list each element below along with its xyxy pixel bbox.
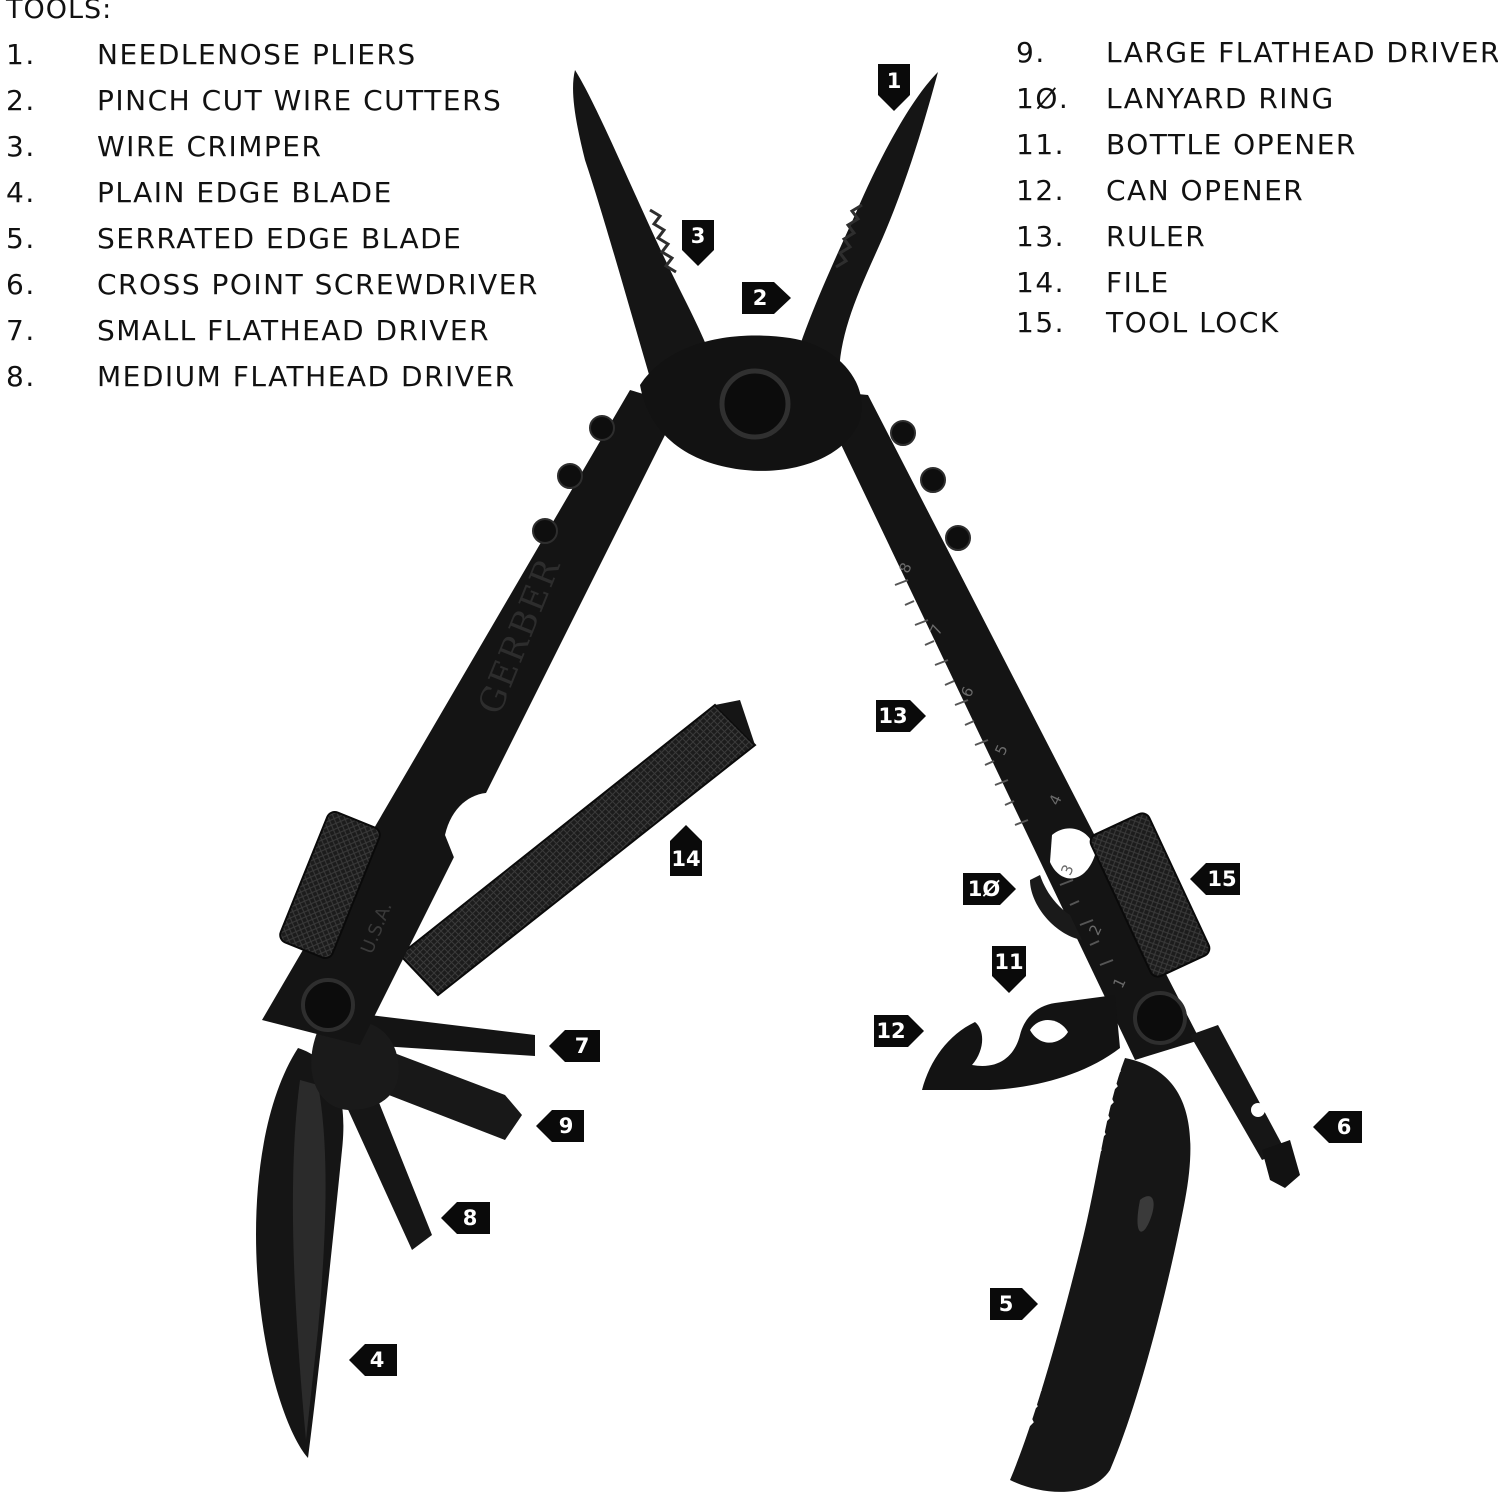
legend-number: 15.	[1016, 306, 1066, 339]
legend-label: BOTTLE OPENER	[1106, 128, 1357, 161]
legend-number: 3.	[6, 130, 36, 163]
plier-pivot	[719, 368, 791, 440]
legend-number: 4.	[6, 176, 36, 209]
left-handle-rivets	[532, 415, 615, 544]
legend-label: SERRATED EDGE BLADE	[97, 222, 463, 255]
legend-label: LANYARD RING	[1106, 82, 1335, 115]
handle-cutout	[1050, 828, 1095, 879]
callout-1: 1	[878, 64, 910, 111]
handle-cutout	[445, 792, 520, 860]
plier-jaw-left	[573, 70, 720, 395]
wire-crimper-serrations-right	[835, 203, 863, 269]
callout-4: 4	[349, 1344, 397, 1376]
cross-point-screwdriver	[1190, 1025, 1300, 1188]
callout-label: 1Ø	[968, 877, 1001, 901]
callout-9: 9	[536, 1110, 584, 1142]
bottle-opener-hook	[1030, 1020, 1068, 1043]
wire-crimper-serrations	[649, 208, 677, 274]
callout-15: 15	[1190, 863, 1240, 895]
legend-number: 8.	[6, 360, 36, 393]
blade-nail-nick	[1137, 1196, 1154, 1232]
legend-label: NEEDLENOSE PLIERS	[97, 38, 417, 71]
right-pivot-screw	[1133, 991, 1187, 1045]
legend-number: 14.	[1016, 266, 1066, 299]
callout-label: 5	[999, 1292, 1014, 1316]
legend-label: PLAIN EDGE BLADE	[97, 176, 393, 209]
lanyard-ring	[1030, 875, 1082, 940]
can-bottle-opener	[922, 995, 1120, 1090]
serrated-edge-teeth	[1022, 1068, 1122, 1432]
callout-label: 4	[370, 1348, 385, 1372]
small-flathead-driver	[365, 1015, 535, 1056]
callout-label: 2	[753, 286, 768, 310]
legend-label: TOOL LOCK	[1106, 306, 1280, 339]
callout-10: 1Ø	[963, 873, 1016, 905]
callout-2: 2	[742, 282, 791, 314]
legend-number: 5.	[6, 222, 36, 255]
driver-hub	[311, 1021, 399, 1110]
legend-label: LARGE FLATHEAD DRIVER	[1106, 36, 1498, 69]
legend-number: 6.	[6, 268, 36, 301]
plier-jaw-right	[790, 72, 938, 395]
callout-label: 9	[559, 1114, 574, 1138]
tools-title: TOOLS:	[6, 0, 113, 25]
right-handle	[815, 390, 1200, 1060]
legend-label: WIRE CRIMPER	[97, 130, 323, 163]
right-handle-rivets	[890, 420, 971, 551]
pliers-throat	[700, 475, 775, 551]
callout-label: 1	[887, 69, 902, 93]
legend-label: SMALL FLATHEAD DRIVER	[97, 314, 491, 347]
callout-label: 7	[575, 1034, 590, 1058]
callout-label: 6	[1337, 1115, 1352, 1139]
right-tool-lock	[1089, 812, 1211, 978]
blade-bevel	[292, 1080, 326, 1440]
left-handle	[262, 390, 680, 1045]
driver-fan	[311, 1015, 535, 1250]
serrated-edge-blade	[1010, 1058, 1191, 1492]
ruler-scale	[894, 579, 1114, 966]
callout-label: 8	[463, 1206, 478, 1230]
legend-label: CROSS POINT SCREWDRIVER	[97, 268, 539, 301]
legend-label: PINCH CUT WIRE CUTTERS	[97, 84, 503, 117]
legend-number: 1.	[6, 38, 36, 71]
callout-3: 3	[682, 220, 714, 266]
legend-number: 12.	[1016, 174, 1066, 207]
legend-label: RULER	[1106, 220, 1207, 253]
multitool-illustration: GERBER U.S.A.	[256, 70, 1300, 1492]
legend-number: 2.	[6, 84, 36, 117]
legend-number: 11.	[1016, 128, 1066, 161]
callout-label: 11	[994, 950, 1023, 974]
left-pivot-screw	[301, 978, 355, 1032]
callout-13: 13	[876, 700, 926, 732]
callout-label: 3	[691, 224, 706, 248]
legend-label: FILE	[1106, 266, 1170, 299]
callout-label: 14	[671, 847, 700, 871]
callout-8: 8	[441, 1202, 490, 1234]
left-tool-lock	[279, 811, 381, 959]
file-tool	[398, 700, 757, 997]
callout-11: 11	[992, 946, 1026, 993]
legend-number: 9.	[1016, 36, 1046, 69]
legend-label: CAN OPENER	[1106, 174, 1305, 207]
legend-number: 7.	[6, 314, 36, 347]
callout-label: 15	[1207, 867, 1236, 891]
callout-14: 14	[670, 825, 702, 876]
callout-12: 12	[874, 1015, 924, 1047]
callout-6: 6	[1313, 1111, 1362, 1143]
callout-5: 5	[990, 1288, 1038, 1320]
callout-7: 7	[549, 1030, 600, 1062]
legend-number: 1Ø.	[1016, 82, 1070, 115]
legend-label: MEDIUM FLATHEAD DRIVER	[97, 360, 516, 393]
callout-label: 13	[878, 704, 907, 728]
legend-number: 13.	[1016, 220, 1066, 253]
callout-label: 12	[876, 1019, 905, 1043]
